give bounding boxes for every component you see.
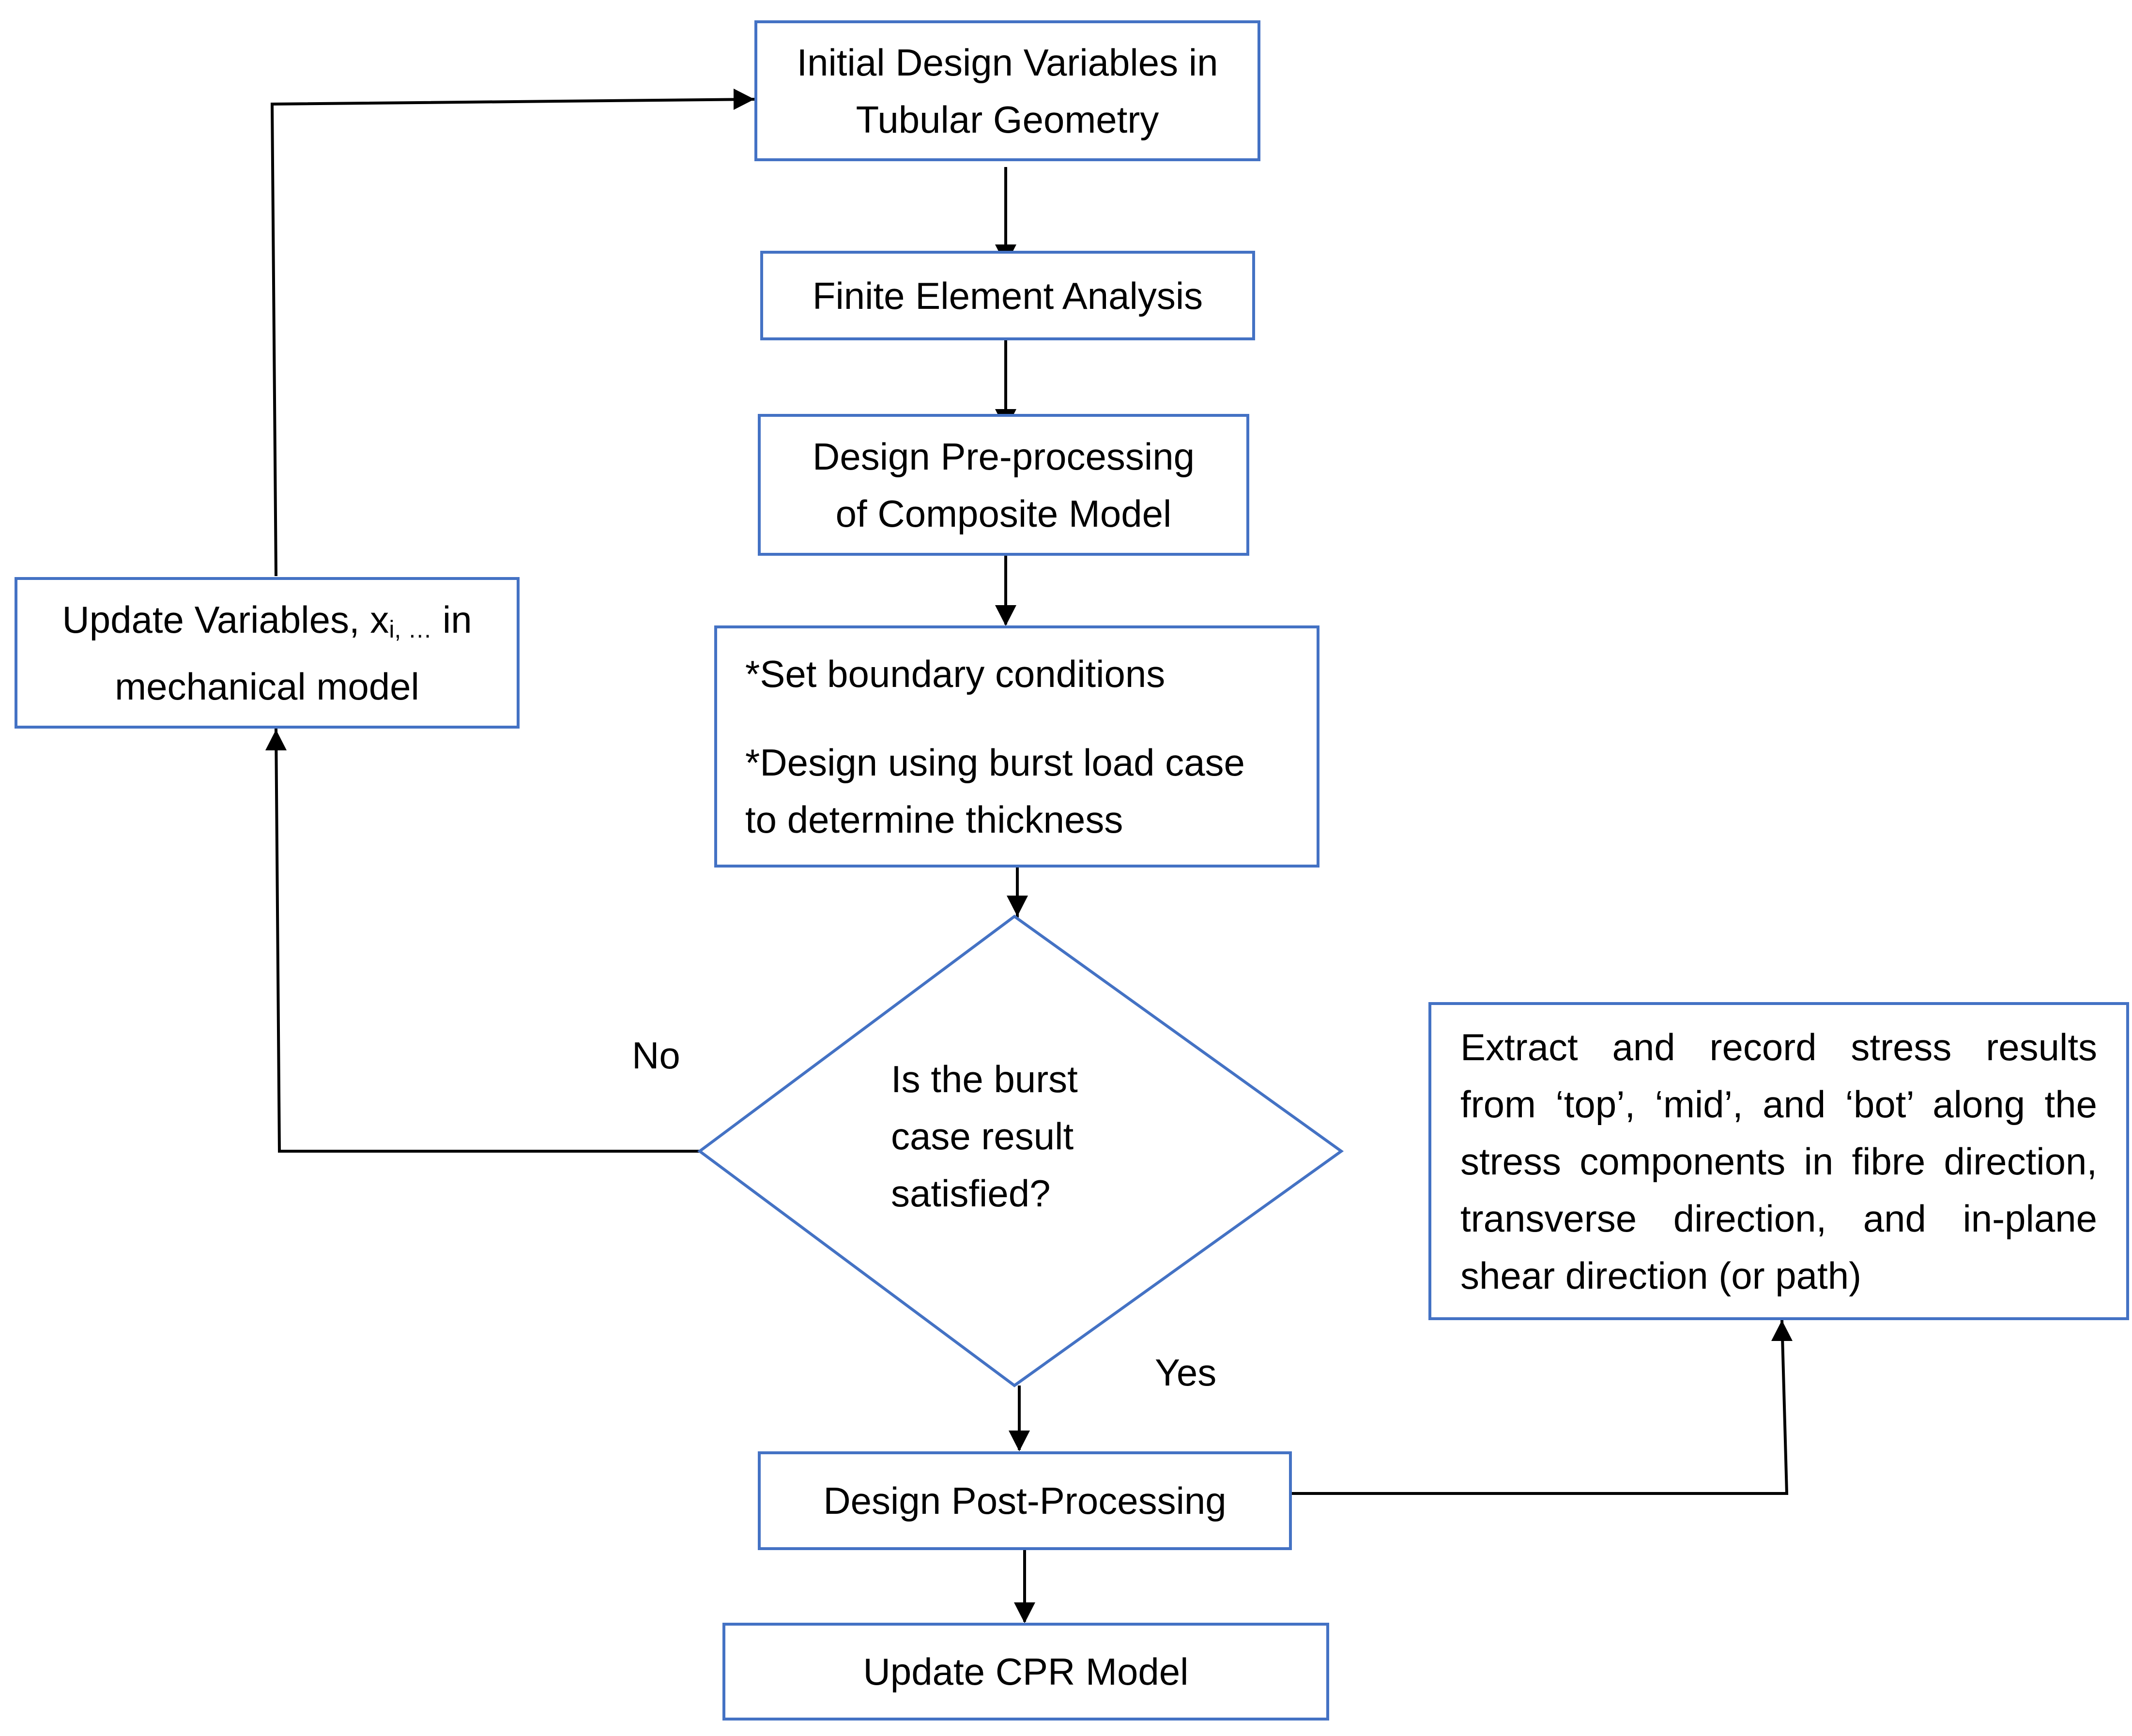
- node-update-variables: Update Variables, xi, … in mechanical mo…: [15, 577, 520, 729]
- arrow-decision-to-update-vars: [275, 728, 700, 1153]
- node-extract-line-3: stress components in fibre direction,: [1460, 1140, 2097, 1183]
- update-vars-subscript: i, …: [389, 615, 432, 643]
- node-update-cpr-line-1: Update CPR Model: [863, 1650, 1189, 1693]
- arrowhead-update-vars: [265, 730, 287, 750]
- node-extract-line-5: shear direction (or path): [1460, 1254, 1862, 1297]
- node-extract-stress-results: Extract and record stress results from ‘…: [1428, 1002, 2129, 1320]
- node-update-vars-line-2: mechanical model: [115, 665, 419, 708]
- node-extract-line-2: from ‘top’, ‘mid’, and ‘bot’ along the: [1460, 1082, 2097, 1126]
- arrowhead-initial: [734, 89, 754, 110]
- decision-diamond: [697, 914, 1344, 1387]
- arrowhead-extract: [1771, 1320, 1793, 1341]
- node-boundary-line-1: *Set boundary conditions: [745, 653, 1166, 695]
- node-initial-line-2: Tubular Geometry: [856, 98, 1159, 141]
- update-vars-prefix: Update Variables, x: [62, 598, 389, 641]
- node-preprocess-line-1: Design Pre-processing: [812, 435, 1195, 478]
- node-finite-element-analysis: Finite Element Analysis: [760, 251, 1255, 340]
- node-update-cpr-model: Update CPR Model: [722, 1623, 1329, 1721]
- node-postprocess-line-1: Design Post-Processing: [823, 1479, 1227, 1522]
- edge-label-yes: Yes: [1155, 1351, 1217, 1394]
- node-initial-design-variables: Initial Design Variables in Tubular Geom…: [754, 20, 1260, 161]
- node-preprocess-line-2: of Composite Model: [835, 492, 1172, 535]
- node-fea-line-1: Finite Element Analysis: [812, 274, 1203, 317]
- node-extract-line-1: Extract and record stress results: [1460, 1025, 2097, 1068]
- decision-text: Is the burst case result satisfied?: [891, 1051, 1078, 1222]
- edge-label-no: No: [632, 1034, 680, 1077]
- update-vars-suffix: in: [432, 598, 472, 641]
- node-extract-line-4: transverse direction, and in-plane: [1460, 1197, 2097, 1240]
- arrow-postprocess-to-extract: [1292, 1319, 1789, 1495]
- arrow-update-vars-to-initial: [270, 98, 755, 577]
- node-boundary-line-2: *Design using burst load case: [745, 741, 1245, 784]
- arrowhead-cpr: [1014, 1602, 1035, 1623]
- node-boundary-conditions: *Set boundary conditions *Design using b…: [714, 625, 1319, 868]
- node-design-preprocessing: Design Pre-processing of Composite Model: [758, 414, 1249, 556]
- arrowhead-boundary: [995, 605, 1016, 626]
- node-design-postprocessing: Design Post-Processing: [758, 1451, 1292, 1550]
- node-update-vars-line-1: Update Variables, xi, … in: [62, 591, 472, 658]
- decision-line-3: satisfied?: [891, 1172, 1051, 1215]
- node-initial-line-1: Initial Design Variables in: [797, 41, 1218, 84]
- decision-line-1: Is the burst: [891, 1058, 1078, 1100]
- decision-line-2: case result: [891, 1115, 1074, 1157]
- arrowhead-decision: [1007, 896, 1028, 916]
- node-boundary-line-3: to determine thickness: [745, 798, 1123, 841]
- arrowhead-postprocess: [1009, 1431, 1030, 1451]
